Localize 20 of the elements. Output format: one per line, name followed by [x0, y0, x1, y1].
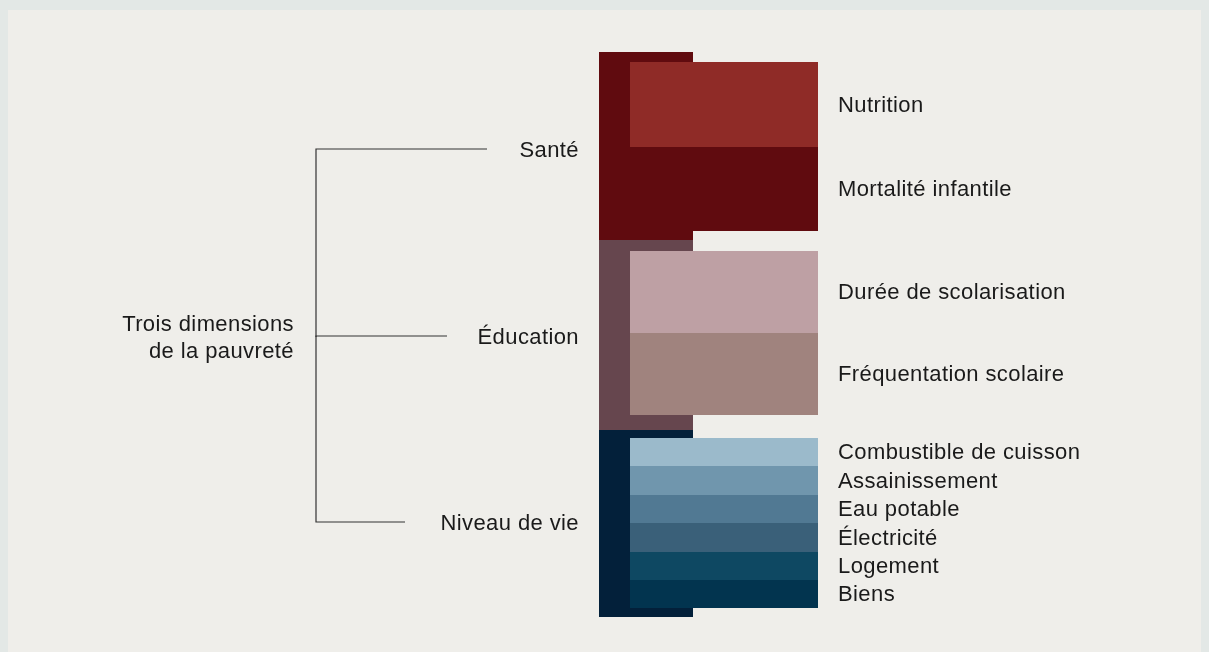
bracket-line: [315, 336, 406, 523]
bracket-line: [315, 148, 488, 338]
indicator-label: Biens: [838, 581, 896, 607]
dimension-bar: [599, 240, 693, 430]
indicator-label: Fréquentation scolaire: [838, 361, 1065, 387]
indicator-label: Eau potable: [838, 496, 960, 522]
indicator-label: Nutrition: [838, 91, 924, 118]
indicator-label: Durée de scolarisation: [838, 279, 1066, 305]
indicator-label: Électricité: [838, 524, 938, 551]
indicator-label: Mortalité infantile: [838, 176, 1012, 202]
indicator-label: Combustible de cuisson: [838, 439, 1081, 465]
indicator-label: Logement: [838, 553, 940, 579]
dimension-bar: [599, 52, 693, 240]
indicator-label: Assainissement: [838, 467, 998, 494]
bracket-line: [315, 335, 448, 338]
dimension-label: Niveau de vie: [440, 508, 579, 536]
dimension-bar: [599, 430, 693, 617]
dimension-label: Éducation: [477, 322, 579, 350]
root-label: Trois dimensions de la pauvreté: [121, 310, 295, 364]
dimension-label: Santé: [519, 135, 579, 163]
